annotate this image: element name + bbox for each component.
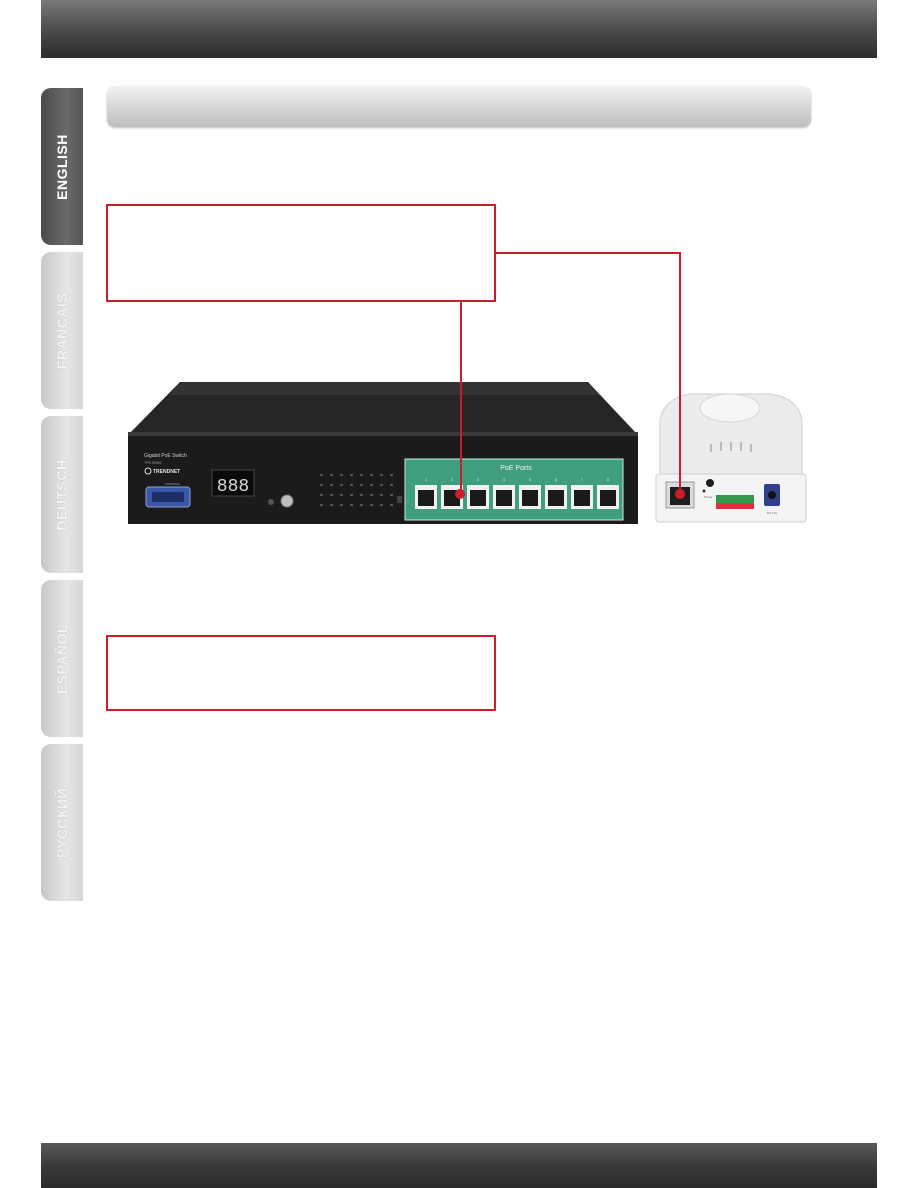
callout-box-top [106,204,496,302]
camera-audio-jack-icon [706,479,714,487]
poe-ports-label: PoE Ports [500,465,532,472]
tab-russian[interactable]: РУССКИЙ [41,744,83,901]
tab-deutsch[interactable]: DEUTSCH [41,416,83,573]
poe-switch-device: Gigabit PoE Switch TPE-80WS TRENDNET CON… [128,382,638,524]
port-number: 8 [607,478,609,482]
camera-power-label: Power [704,495,713,499]
status-led-grid [320,474,393,506]
tab-english[interactable]: ENGLISH [41,88,83,245]
port-highlight-markers [455,489,685,499]
port-number: 3 [477,478,479,482]
ip-camera-device: Power DC 12V [655,393,807,523]
switch-brand: TRENDNET [153,469,180,475]
port-number: 1 [425,478,427,482]
tab-francais[interactable]: FRANÇAIS [41,252,83,409]
port-number: 4 [503,478,505,482]
port-number: 5 [529,478,531,482]
camera-dc-label: DC 12V [767,511,778,515]
tab-espanol[interactable]: ESPAÑOL [41,580,83,737]
port-number: 6 [555,478,557,482]
callout-leader-lines [460,252,681,494]
mode-button-icon [280,494,294,508]
port-number: 2 [451,478,453,482]
port-number: 7 [581,478,583,482]
ethernet-ports [415,485,619,509]
seven-segment-display [211,469,255,497]
section-heading-bar [107,86,811,127]
reset-button-icon [268,499,274,505]
header-bar [41,0,877,58]
switch-model-number: TPE-80WS [144,461,162,465]
callout-box-bottom [106,635,496,711]
console-label: CONSOLE [165,482,180,486]
switch-model-title: Gigabit PoE Switch [144,453,187,459]
display-digits: 888 [217,477,249,497]
footer-bar [41,1143,877,1188]
brand-logo-icon [144,467,152,475]
